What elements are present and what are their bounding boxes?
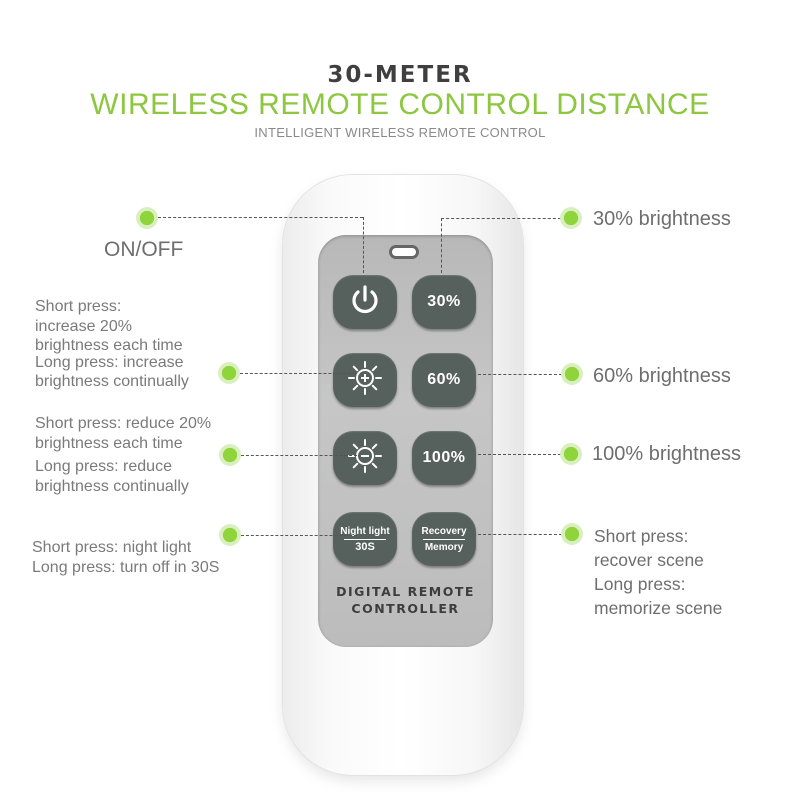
text-line: brightness each time bbox=[35, 337, 183, 354]
night-light-button[interactable]: Night light 30S bbox=[333, 512, 397, 566]
header-distance: 30-METER bbox=[327, 62, 473, 88]
leader-line bbox=[478, 454, 561, 455]
brightness-down-button[interactable] bbox=[333, 431, 397, 485]
text-line: memorize scene bbox=[594, 598, 723, 618]
power-button[interactable] bbox=[333, 275, 397, 329]
leader-line bbox=[241, 455, 357, 456]
brightness-60-button[interactable]: 60% bbox=[412, 353, 476, 407]
recover-description: Short press: recover scene Long press: m… bbox=[594, 524, 722, 620]
brightness-30-label: 30% brightness bbox=[593, 208, 731, 230]
button-divider bbox=[344, 538, 386, 540]
callout-dot bbox=[560, 443, 582, 465]
increase-description: Short press: increase 20% brightness eac… bbox=[35, 297, 189, 392]
night-description: Short press: night light Long press: tur… bbox=[32, 538, 219, 577]
leader-line bbox=[441, 218, 561, 219]
sun-minus-icon bbox=[346, 437, 384, 480]
recovery-memory-button[interactable]: Recovery Memory bbox=[412, 512, 476, 566]
brightness-up-button[interactable] bbox=[333, 353, 397, 407]
on-off-label: ON/OFF bbox=[104, 238, 184, 261]
recovery-label: Recovery bbox=[421, 525, 467, 537]
callout-dot bbox=[219, 524, 241, 546]
header-title: WIRELESS REMOTE CONTROL DISTANCE bbox=[90, 88, 710, 121]
text-line: Short press: reduce 20% bbox=[35, 415, 212, 432]
text-line: Short press: bbox=[35, 298, 122, 315]
callout-dot bbox=[560, 207, 582, 229]
text-line: increase 20% bbox=[35, 317, 132, 335]
brightness-30-button[interactable]: 30% bbox=[412, 275, 476, 329]
callout-dot bbox=[136, 207, 158, 229]
brand-line-1: DIGITAL REMOTE bbox=[336, 584, 475, 599]
leader-line bbox=[363, 217, 364, 273]
button-divider bbox=[423, 538, 465, 540]
brand-line-2: CONTROLLER bbox=[351, 601, 460, 616]
text-line: brightness continually bbox=[35, 477, 189, 495]
leader-line bbox=[441, 218, 442, 273]
brightness-100-button[interactable]: 100% bbox=[412, 431, 476, 485]
callout-dot bbox=[561, 523, 583, 545]
text-line: recover scene bbox=[594, 550, 704, 570]
power-icon bbox=[348, 283, 382, 322]
text-line: Long press: bbox=[594, 574, 686, 594]
callout-dot bbox=[219, 444, 241, 466]
leader-line bbox=[240, 373, 356, 374]
leader-line bbox=[478, 534, 562, 535]
night-light-timer-label: 30S bbox=[355, 540, 375, 553]
text-line: Long press: increase bbox=[35, 353, 184, 371]
text-line: brightness each time bbox=[35, 434, 183, 452]
indicator-led bbox=[389, 245, 419, 259]
leader-line bbox=[241, 535, 357, 536]
text-line: Long press: turn off in 30S bbox=[32, 558, 220, 576]
text-line: brightness continually bbox=[35, 373, 189, 390]
leader-line bbox=[158, 217, 363, 218]
memory-label: Memory bbox=[424, 541, 464, 553]
text-line: Short press: bbox=[594, 526, 689, 546]
night-light-label: Night light bbox=[340, 525, 390, 537]
callout-dot bbox=[561, 363, 583, 385]
callout-dot bbox=[218, 362, 240, 384]
reduce-description: Short press: reduce 20% brightness each … bbox=[35, 414, 211, 496]
text-line: Long press: reduce bbox=[35, 458, 172, 475]
text-line: Short press: night light bbox=[32, 539, 192, 556]
brightness-60-label: 60% brightness bbox=[593, 365, 731, 387]
sun-plus-icon bbox=[346, 359, 384, 402]
header-subtitle: INTELLIGENT WIRELESS REMOTE CONTROL bbox=[254, 125, 546, 140]
brand-label: DIGITAL REMOTE CONTROLLER bbox=[318, 583, 493, 617]
leader-line bbox=[478, 374, 562, 375]
brightness-100-label: 100% brightness bbox=[592, 443, 741, 465]
